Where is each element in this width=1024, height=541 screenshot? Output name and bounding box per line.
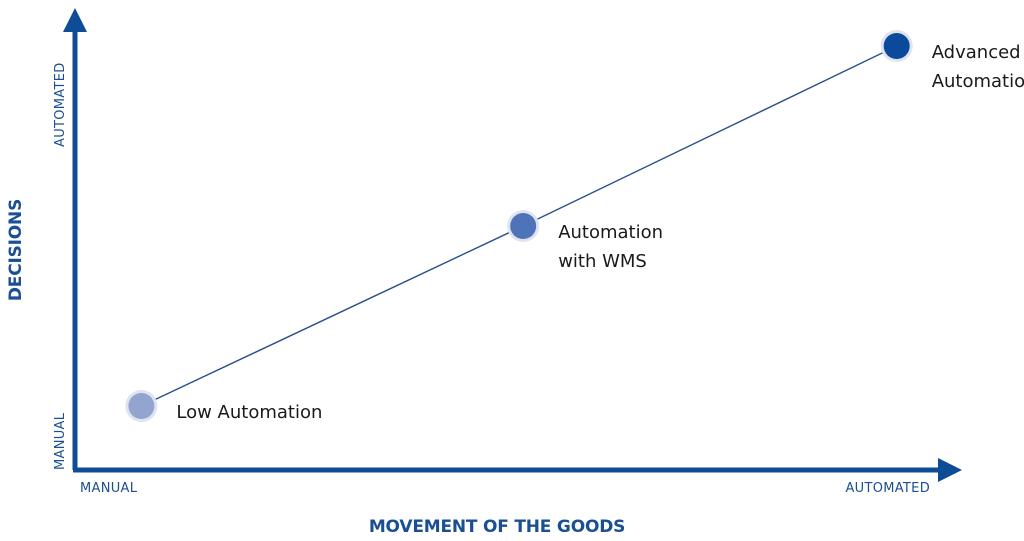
point-marker <box>883 33 910 59</box>
y-axis-arrowhead <box>63 8 87 32</box>
x-axis-arrowhead <box>938 458 962 482</box>
point-labels: Low Automation Automation with WMS Advanced… <box>176 42 1024 423</box>
y-axis-title: DECISIONS <box>6 199 26 301</box>
y-tick-automated: AUTOMATED <box>53 62 68 147</box>
y-tick-manual: MANUAL <box>53 412 68 470</box>
x-axis <box>73 458 962 482</box>
x-tick-manual: MANUAL <box>80 481 138 496</box>
point-label-line: Automation <box>932 71 1024 92</box>
point-label-line: Low Automation <box>176 402 322 423</box>
point-marker <box>510 213 537 239</box>
point-label-line: with WMS <box>558 251 647 272</box>
point-label: Low Automation <box>176 402 322 423</box>
point-marker <box>128 393 155 419</box>
y-axis <box>63 8 87 470</box>
point-label-line: Advanced <box>932 42 1021 63</box>
point-label: Automation with WMS <box>558 222 663 272</box>
x-axis-title: MOVEMENT OF THE GOODS <box>369 517 625 537</box>
point-label: AdvancedAutomation <box>932 42 1024 92</box>
series-markers <box>125 30 913 422</box>
x-tick-automated: AUTOMATED <box>845 481 930 496</box>
point-label-line: Automation <box>558 222 663 243</box>
